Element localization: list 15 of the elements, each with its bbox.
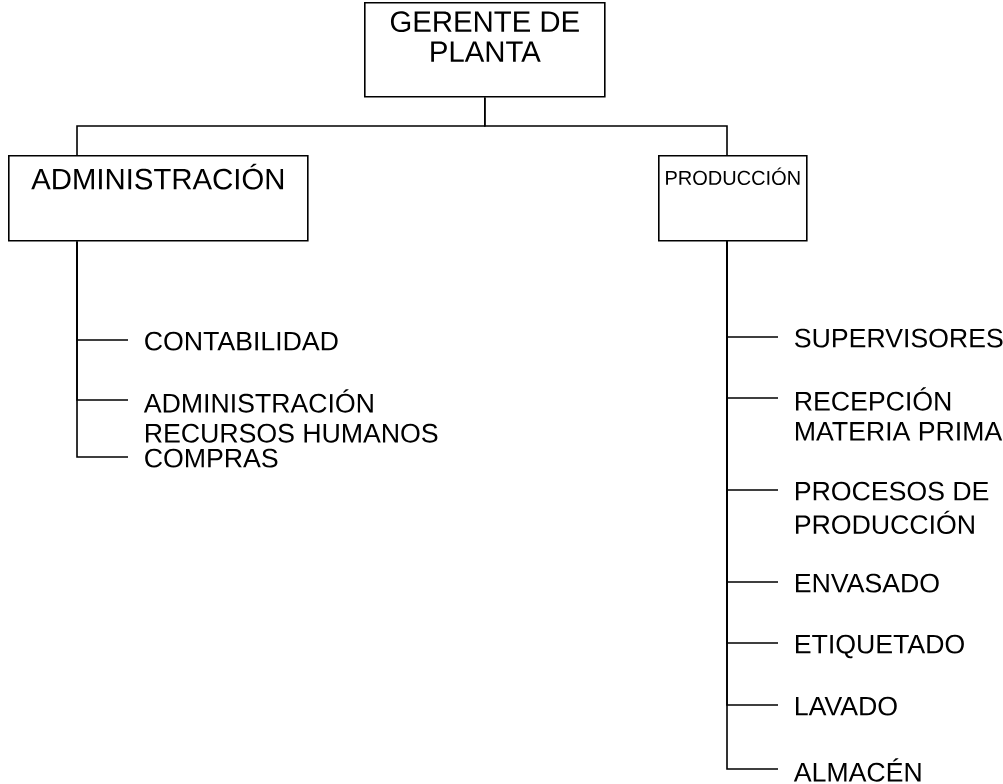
department-label: LAVADO bbox=[796, 696, 897, 716]
org-box: GERENTE DE PLANTA bbox=[364, 2, 606, 98]
department-label: CONTABILIDAD bbox=[145, 331, 338, 351]
department-label: ETIQUETADO bbox=[796, 634, 964, 659]
department-label: RECEPCIÓN MATERIA PRIMA bbox=[796, 387, 1003, 441]
connector-line bbox=[484, 96, 728, 156]
department-label: SUPERVISORES bbox=[795, 328, 1003, 348]
department-label: COMPRAS bbox=[145, 448, 278, 468]
connector-line bbox=[76, 240, 129, 458]
department-label: ENVASADO bbox=[796, 573, 939, 593]
department-label: ADMINISTRACIÓN RECURSOS HUMANOS bbox=[143, 389, 438, 443]
org-box: ADMINISTRACIÓN bbox=[8, 155, 309, 242]
org-box: PRODUCCIÓN bbox=[658, 155, 808, 242]
department-label: ALMACÉN bbox=[793, 758, 921, 782]
department-label: PROCESOS DE PRODUCCIÓN bbox=[796, 481, 989, 535]
